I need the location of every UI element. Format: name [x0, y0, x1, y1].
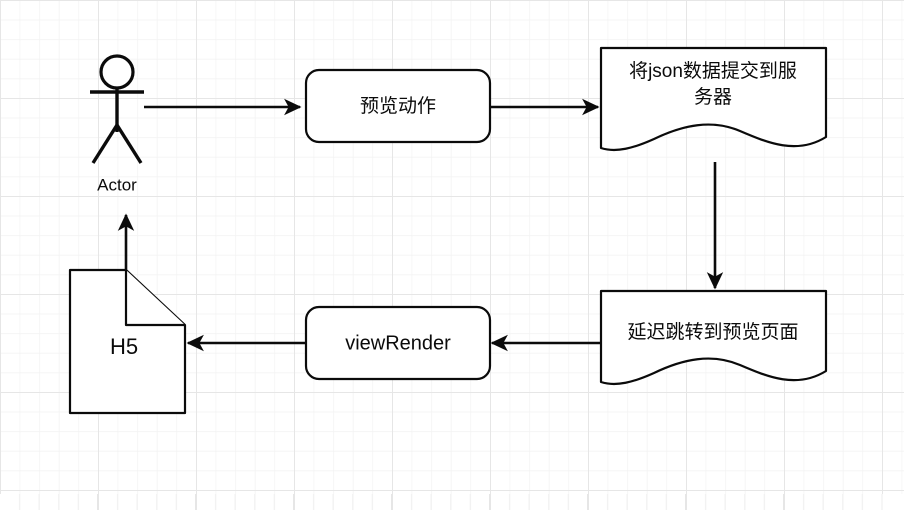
submit-json-shape[interactable] [599, 46, 828, 152]
node-h5-page[interactable]: H5 [68, 268, 187, 415]
node-submit-json[interactable]: 将json数据提交到服 务器 [599, 46, 828, 152]
view-render-shape[interactable] [304, 305, 492, 381]
delay-redirect-shape[interactable] [599, 289, 828, 386]
submit-json-label: 将json数据提交到服 [629, 60, 797, 82]
h5-page-fold-icon [124, 270, 185, 327]
actor-label: Actor [97, 175, 137, 194]
node-delay-redirect[interactable]: 延迟跳转到预览页面 [599, 289, 828, 386]
node-preview-action[interactable]: 预览动作 [304, 68, 492, 144]
actor-leg-right [115, 124, 143, 164]
delay-redirect-label: 延迟跳转到预览页面 [627, 321, 798, 343]
node-actor[interactable]: Actor [90, 54, 144, 194]
h5-page-label: H5 [110, 334, 138, 359]
actor-leg-left [91, 124, 119, 164]
preview-action-label: 预览动作 [360, 95, 436, 117]
node-view-render[interactable]: viewRender [304, 305, 492, 381]
submit-json-label-line2: 务器 [694, 86, 732, 108]
actor-head-icon [99, 54, 135, 90]
edge-layer [117, 98, 724, 352]
view-render-label: viewRender [345, 332, 451, 354]
preview-action-shape[interactable] [304, 68, 492, 144]
